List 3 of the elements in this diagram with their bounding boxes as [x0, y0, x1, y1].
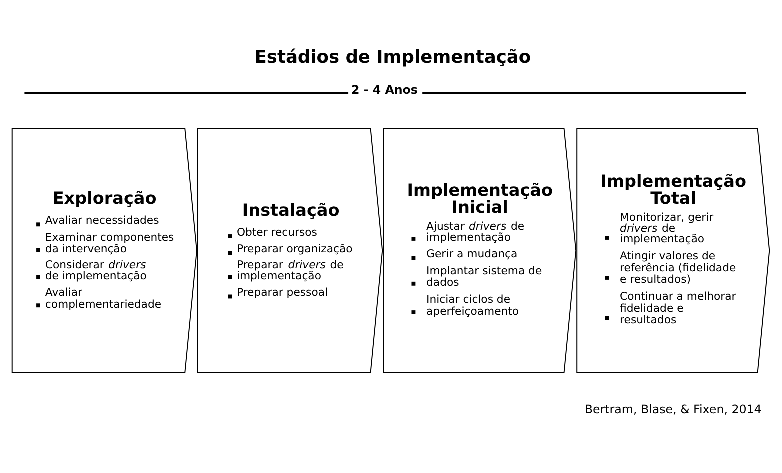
caption: Bertram, Blase, & Fixen, 2014: [584, 402, 762, 416]
label: 2 - 4 Anos: [352, 82, 418, 96]
diagram-title: Estádios de Implementação: [254, 48, 532, 68]
